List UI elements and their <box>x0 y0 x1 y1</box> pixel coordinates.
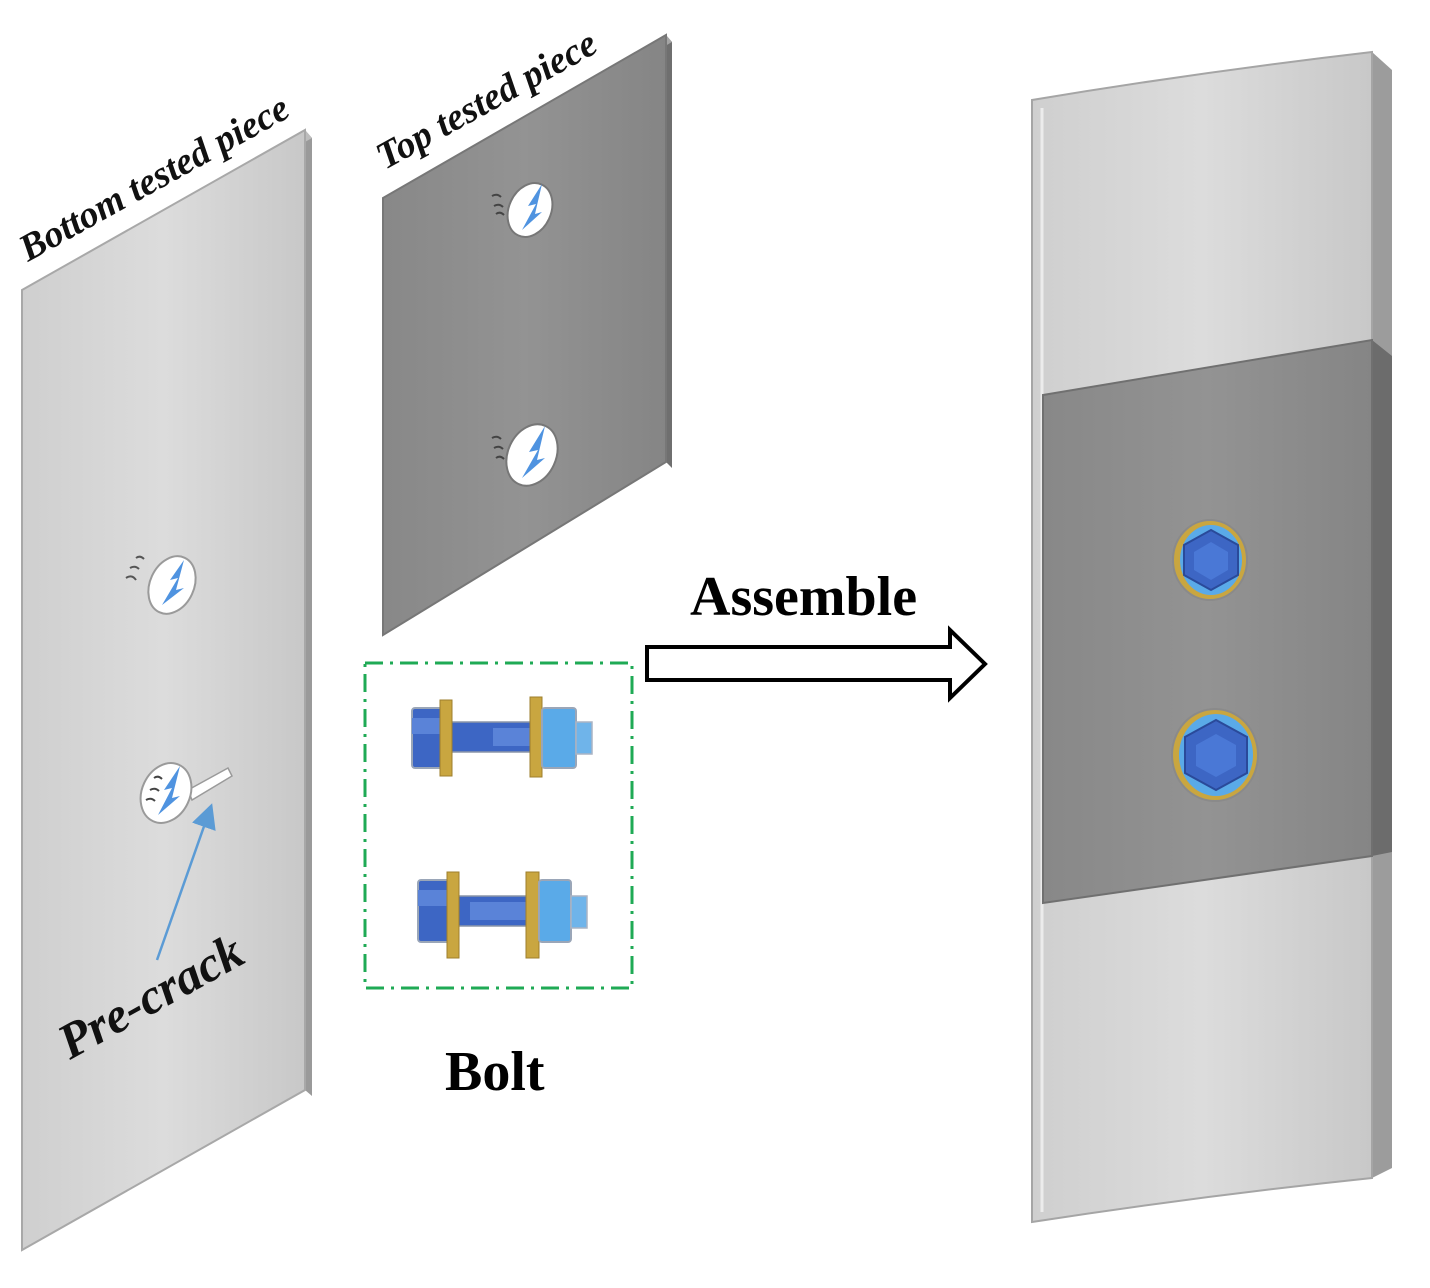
bolt-dashed-box <box>363 661 634 990</box>
label-assemble: Assemble <box>690 566 917 628</box>
top-tested-piece <box>382 33 672 637</box>
assembled-dark-plate <box>1042 338 1373 905</box>
top-plate-hole-upper <box>491 182 554 238</box>
bolt-upper <box>411 696 593 778</box>
bottom-plate-face <box>21 128 306 1252</box>
assembled-bolt-head-upper <box>1172 519 1248 601</box>
bottom-plate-hole-upper <box>125 555 197 615</box>
top-plate-hole-lower <box>491 423 559 487</box>
assembled-joint <box>1031 50 1392 1224</box>
pre-crack-pointer-arrow <box>155 803 216 961</box>
bolt-lower <box>417 871 588 959</box>
label-bolt: Bolt <box>445 1041 545 1103</box>
bottom-plate-hole-lower <box>139 762 233 824</box>
assemble-arrow <box>645 625 988 703</box>
bolt-group <box>363 661 634 990</box>
bottom-tested-piece <box>21 128 312 1252</box>
assembled-bolt-head-lower <box>1171 708 1259 802</box>
top-plate-face <box>382 33 667 637</box>
